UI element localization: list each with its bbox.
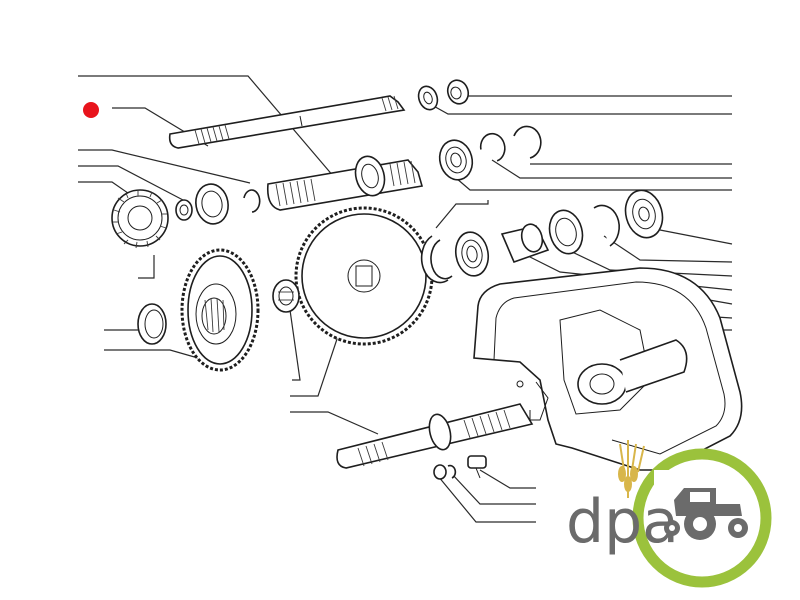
right-bearing-a xyxy=(548,209,584,255)
leader-line xyxy=(138,255,155,279)
leader-line xyxy=(290,411,379,435)
leader-line xyxy=(435,200,489,229)
middle-circlip xyxy=(420,235,453,284)
shaft-bearing-right xyxy=(438,139,474,181)
leader-line xyxy=(451,473,536,505)
splined-shaft xyxy=(266,155,424,211)
right-bearing-b xyxy=(624,189,664,239)
leader-line xyxy=(290,329,341,397)
leader-line xyxy=(429,103,732,115)
middle-bearing xyxy=(454,231,490,277)
leader-line xyxy=(603,235,733,263)
leader-line xyxy=(437,475,536,523)
leader-line xyxy=(567,249,733,277)
leader-line xyxy=(659,229,733,245)
bushing-sleeve xyxy=(500,223,550,264)
leader-line xyxy=(479,469,536,489)
leader-line xyxy=(78,75,341,185)
seal-ring xyxy=(137,303,167,345)
double-gear xyxy=(180,248,260,372)
leader-line xyxy=(491,159,732,179)
left-spur-gear xyxy=(111,189,169,249)
right-circlip xyxy=(593,204,620,247)
leader-line xyxy=(455,177,732,191)
logo-text: dpa xyxy=(566,487,679,557)
main-shaft xyxy=(168,95,406,149)
dpa-logo: dpa xyxy=(566,440,772,588)
wheat-icon xyxy=(618,440,645,498)
leader-line xyxy=(78,165,184,201)
bolt-and-washers xyxy=(433,455,487,480)
leader-line xyxy=(289,309,301,381)
circlips-top-right xyxy=(479,125,542,162)
leader-line xyxy=(78,149,251,184)
top-bearing xyxy=(417,79,470,111)
large-spur-gear xyxy=(294,206,434,346)
housing-cover xyxy=(473,267,743,471)
tractor-icon xyxy=(664,488,748,540)
left-bearing xyxy=(175,183,261,225)
red-marker-dot xyxy=(83,102,99,118)
output-shaft xyxy=(336,403,534,469)
collar-nut xyxy=(272,279,300,313)
